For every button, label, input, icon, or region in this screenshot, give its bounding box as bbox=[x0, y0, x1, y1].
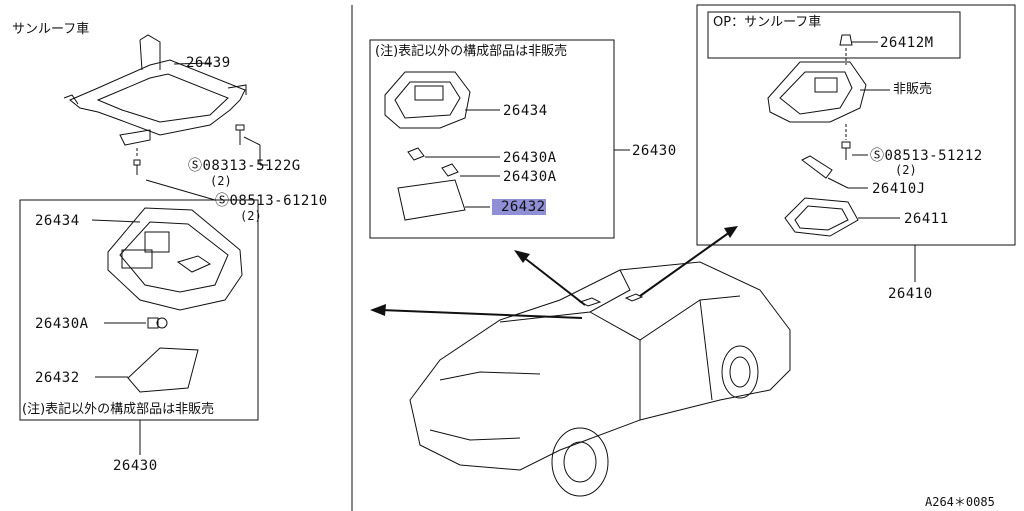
s-circle-icon: Ⓢ bbox=[215, 193, 230, 209]
label-26430-center-assembly[interactable]: 26430 bbox=[632, 143, 677, 159]
op-note: OP：サンルーフ車 bbox=[713, 15, 822, 30]
label-screw-08513-61210[interactable]: Ⓢ08513-61210 bbox=[215, 193, 328, 209]
bulb-26410J-drawing bbox=[801, 155, 868, 189]
label-26432-center-highlighted[interactable]: 26432 bbox=[492, 199, 546, 215]
label-26410-assembly[interactable]: 26410 bbox=[888, 286, 933, 302]
lens-center-drawing bbox=[397, 179, 490, 221]
label-26411[interactable]: 26411 bbox=[904, 211, 949, 227]
clip-26412M-drawing bbox=[839, 34, 878, 65]
center-box bbox=[369, 39, 615, 239]
lamp-26434-center-drawing bbox=[384, 71, 500, 129]
car-drawing bbox=[409, 261, 791, 497]
s-circle-icon: Ⓢ bbox=[188, 158, 203, 174]
label-26434-center[interactable]: 26434 bbox=[503, 103, 548, 119]
center-box-note: (注)表記以外の構成部品は非販売 bbox=[375, 44, 568, 59]
lamp-26434-left-drawing bbox=[91, 207, 243, 311]
label-26430-left-assembly[interactable]: 26430 bbox=[113, 458, 158, 474]
bulbs-center-drawing bbox=[407, 147, 500, 177]
lens-26411-drawing bbox=[784, 197, 900, 237]
label-26430A-center-1[interactable]: 26430A bbox=[503, 150, 557, 166]
left-box bbox=[19, 199, 259, 421]
label-screw-08513-61210-qty: (2) bbox=[240, 209, 262, 223]
label-26430A-center-2[interactable]: 26430A bbox=[503, 169, 557, 185]
lamp-right-drawing bbox=[767, 61, 890, 123]
label-26439[interactable]: 26439 bbox=[186, 55, 231, 71]
figure-code: A264＊0085 bbox=[925, 495, 995, 509]
label-screw-08513-51212-qty: (2) bbox=[895, 163, 917, 177]
screw-08513-51212-drawing bbox=[841, 124, 868, 160]
label-screw-08313-qty: (2) bbox=[210, 174, 232, 188]
label-screw-08313[interactable]: Ⓢ08313-5122G bbox=[188, 158, 301, 174]
bulb-left-drawing bbox=[104, 317, 168, 329]
label-not-sold: 非販売 bbox=[893, 82, 933, 97]
bracket-26439-drawing bbox=[63, 34, 247, 146]
screw-08513-61210-drawing bbox=[133, 148, 216, 201]
left-title: サンルーフ車 bbox=[12, 22, 90, 37]
label-26410J[interactable]: 26410J bbox=[872, 181, 926, 197]
left-box-note: (注)表記以外の構成部品は非販売 bbox=[22, 402, 215, 417]
pointer-arrows bbox=[379, 231, 731, 319]
screw-08313-drawing bbox=[235, 124, 268, 166]
lens-left-drawing bbox=[95, 347, 199, 393]
label-26432-left[interactable]: 26432 bbox=[35, 370, 80, 386]
right-box bbox=[696, 4, 1016, 246]
label-26434-left[interactable]: 26434 bbox=[35, 213, 80, 229]
arrow-heads bbox=[370, 226, 738, 316]
s-circle-icon: Ⓢ bbox=[870, 148, 885, 164]
highlight: 26432 bbox=[492, 199, 546, 215]
label-26430A-left[interactable]: 26430A bbox=[35, 316, 89, 332]
label-screw-08513-51212[interactable]: Ⓢ08513-51212 bbox=[870, 148, 983, 164]
op-box bbox=[707, 11, 961, 59]
label-26412M[interactable]: 26412M bbox=[880, 35, 934, 51]
